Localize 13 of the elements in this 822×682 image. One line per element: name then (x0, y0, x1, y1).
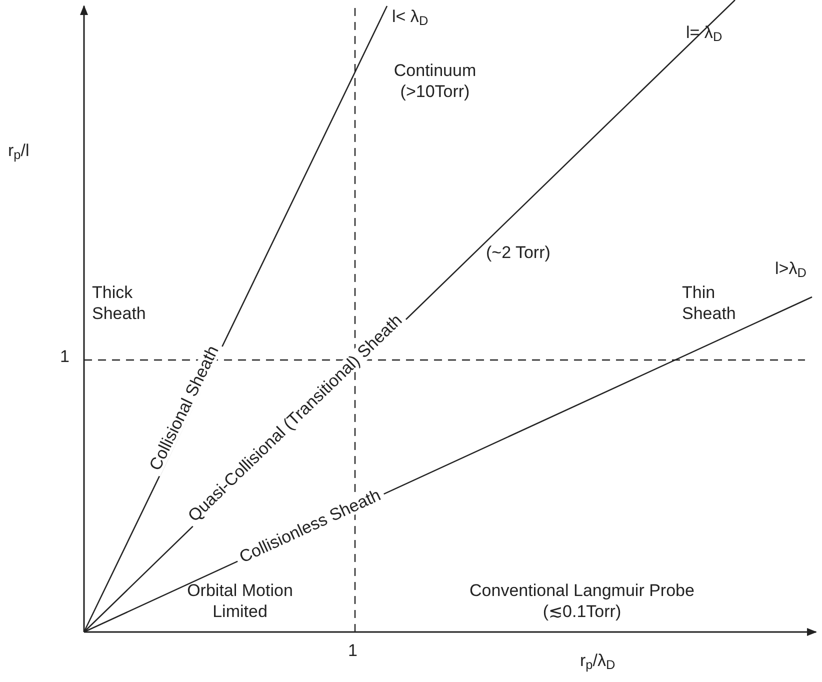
axis-label-text: l= λ$_{D}$ (686, 22, 722, 44)
axis-label-text: r$_{p}$/l (8, 140, 30, 162)
axis-label-text: Thick Sheath (92, 282, 147, 324)
axis-label-text: r$_{p}$/λ$_{D}$ (580, 650, 616, 672)
axis-label-text: 1 (348, 640, 358, 662)
axis-label-text: Conventional Langmuir Probe (≲0.1Torr) (468, 580, 696, 622)
axis-label-text: Continuum (>10Torr) (392, 60, 478, 102)
axis-label-text: l>λ$_{D}$ (775, 258, 806, 280)
axis-label-text: Thin Sheath (682, 282, 737, 324)
axis-label-text: Orbital Motion Limited (186, 580, 294, 622)
axis-label-text: 1 (60, 346, 70, 368)
axis-label-text: (~2 Torr) (486, 242, 550, 264)
axis-label-text: l< λ$_{D}$ (392, 6, 428, 28)
